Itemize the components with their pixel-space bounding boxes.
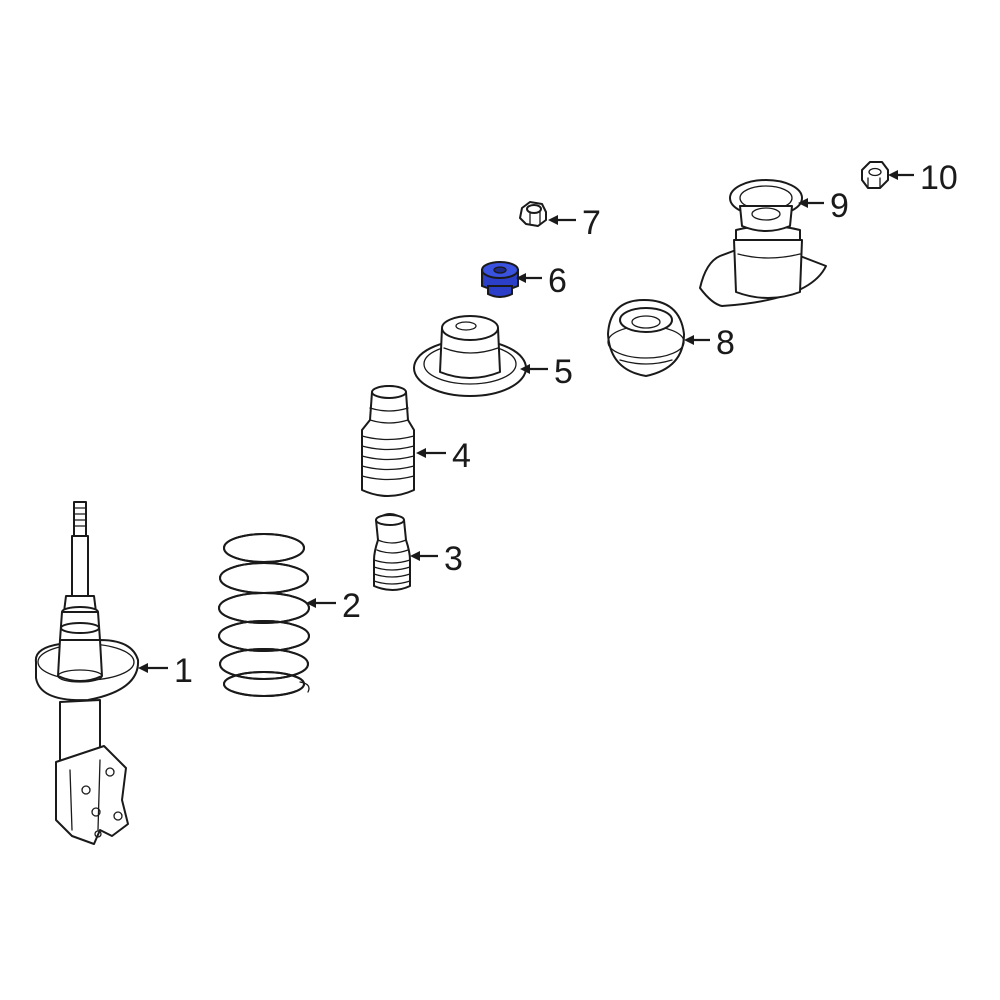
callout-2: 2 — [342, 587, 361, 625]
bushing-icon[interactable] — [481, 261, 519, 298]
callout-arrows — [138, 170, 914, 673]
spring-seat-icon[interactable] — [413, 315, 527, 397]
callout-7: 7 — [582, 204, 601, 242]
coil-spring-icon[interactable] — [218, 533, 310, 697]
callout-3: 3 — [444, 540, 463, 578]
callout-1: 1 — [174, 652, 193, 690]
callout-9: 9 — [830, 187, 849, 225]
strut-mount-cover-icon[interactable] — [699, 179, 827, 307]
bump-stop-icon[interactable] — [373, 513, 411, 591]
dust-boot-icon[interactable] — [361, 385, 415, 497]
callout-5: 5 — [554, 353, 573, 391]
bolt-icon[interactable] — [519, 201, 547, 227]
nut-icon[interactable] — [861, 161, 889, 189]
strut-assembly-icon[interactable] — [34, 501, 140, 845]
callout-8: 8 — [716, 324, 735, 362]
callout-10: 10 — [920, 159, 958, 197]
callout-6: 6 — [548, 262, 567, 300]
strut-mount-icon[interactable] — [607, 299, 685, 377]
callout-4: 4 — [452, 437, 471, 475]
